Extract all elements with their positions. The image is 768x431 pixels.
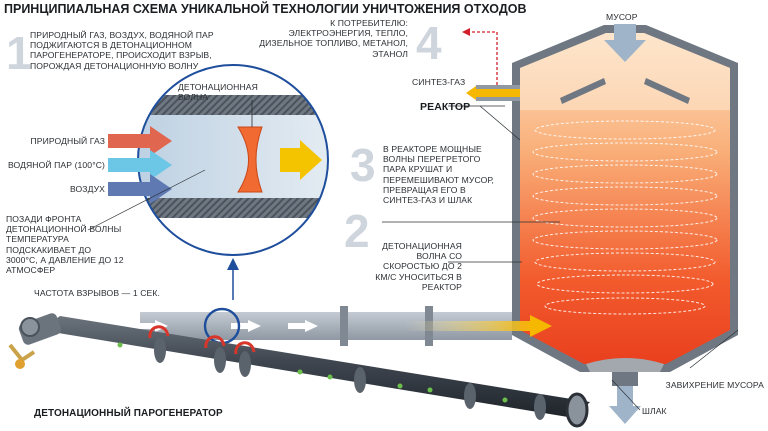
- reactor: [512, 25, 738, 424]
- inset-magnifier: [137, 64, 329, 256]
- inset-note: ПОЗАДИ ФРОНТА ДЕТОНАЦИОННОЙ ВОЛНЫ ТЕМПЕР…: [6, 214, 124, 276]
- duct: [138, 306, 552, 346]
- input-label-gas: ПРИРОДНЫЙ ГАЗ: [30, 136, 105, 146]
- input-label-air: ВОЗДУХ: [69, 184, 105, 194]
- step-3-number: 3: [350, 139, 376, 191]
- generator-pipe: [8, 313, 590, 428]
- step-4-number: 4: [416, 17, 442, 69]
- reactor-label: РЕАКТОР: [420, 101, 471, 113]
- generator-label: ДЕТОНАЦИОННЫЙ ПАРОГЕНЕРАТОР: [34, 408, 223, 419]
- step-3-text: В РЕАКТОРЕ МОЩНЫЕ ВОЛНЫ ПЕРЕГРЕТОГО ПАРА…: [383, 144, 495, 206]
- inset-wave-label: ДЕТОНАЦИОННАЯ ВОЛНА: [178, 82, 258, 103]
- step-2-number: 2: [344, 205, 370, 257]
- swirl-label: ЗАВИХРЕНИЕ МУСОРА: [665, 380, 764, 390]
- slag-label: ШЛАК: [642, 406, 667, 416]
- step-4-text: К ПОТРЕБИТЕЛЮ: ЭЛЕКТРОЭНЕРГИЯ, ТЕПЛО, ДИ…: [259, 18, 408, 59]
- waste-label: МУСОР: [606, 12, 638, 22]
- input-label-steam: ВОДЯНОЙ ПАР (100°C): [7, 160, 105, 170]
- step-1-number: 1: [6, 27, 32, 79]
- diagram-title: ПРИНЦИПИАЛЬНАЯ СХЕМА УНИКАЛЬНОЙ ТЕХНОЛОГ…: [4, 2, 527, 16]
- syngas-label: СИНТЕЗ-ГАЗ: [412, 77, 466, 87]
- input-arrows: [108, 126, 172, 204]
- step-2-text: ДЕТОНАЦИОННАЯ ВОЛНА СО СКОРОСТЬЮ ДО 2 КМ…: [375, 241, 462, 292]
- step-1-text: ПРИРОДНЫЙ ГАЗ, ВОЗДУХ, ВОДЯНОЙ ПАР ПОДЖИ…: [30, 30, 214, 71]
- waste-input-arrow: [604, 24, 646, 62]
- frequency-label: ЧАСТОТА ВЗРЫВОВ — 1 СЕК.: [34, 288, 160, 298]
- swirl-lines: [532, 120, 718, 315]
- leader-lines: [87, 105, 739, 411]
- syngas-outlet: [462, 28, 520, 101]
